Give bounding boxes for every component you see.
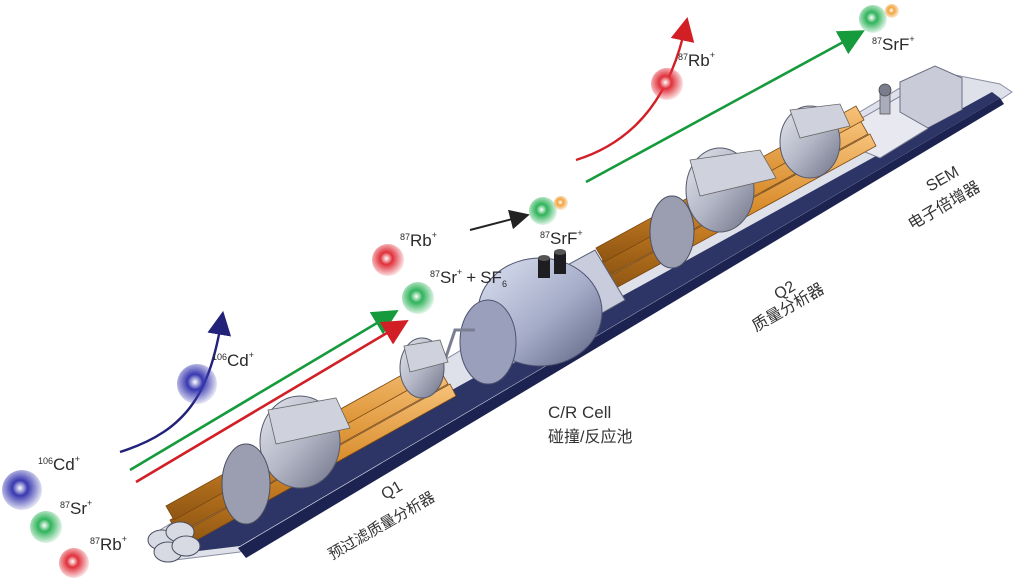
cr-cell: [443, 249, 626, 385]
label-rb-deflected: 87Rb+: [678, 50, 715, 70]
ions: [2, 4, 899, 578]
rb-path-q1: [135, 320, 409, 484]
sr-path-q1: [129, 310, 399, 472]
cell-label-en: C/R Cell: [548, 403, 611, 422]
srf-product-sr: [529, 197, 557, 225]
sem-detector: [854, 65, 963, 159]
rb-ion-left: [59, 548, 89, 578]
label-srf-product: 87SrF+: [540, 228, 583, 248]
srf-path-q2: [585, 30, 865, 184]
ion-labels: 106Cd+ 87Sr+ 87Rb+ 106Cd+ 87Rb+ 87Sr++SF…: [38, 34, 915, 554]
rb-ion-deflected: [651, 68, 683, 100]
label-reaction: 87Sr++SF6: [430, 267, 507, 289]
cd-ion-left: [2, 470, 42, 510]
srf-product-f: [554, 196, 568, 210]
ion-paths: [119, 16, 865, 484]
q1-label-en: Q1: [379, 478, 406, 503]
q2-housings: [649, 103, 851, 269]
srf-out-sr: [859, 5, 887, 33]
label-cd-deflected: 106Cd+: [212, 350, 254, 370]
sr-ion-mid: [402, 282, 434, 314]
instrument: [147, 65, 1013, 563]
srf-out-f: [885, 4, 899, 18]
label-cd-left: 106Cd+: [38, 454, 80, 474]
reaction-arrow: [469, 209, 530, 231]
rb-path-deflected: [575, 16, 695, 162]
label-sr-left: 87Sr+: [60, 498, 92, 518]
cd-path: [119, 310, 232, 454]
label-rb-mid: 87Rb+: [400, 230, 437, 250]
label-rb-left: 87Rb+: [90, 534, 127, 554]
rb-ion-mid: [372, 244, 404, 276]
entrance-lenses: [147, 521, 201, 563]
sr-ion-left: [30, 511, 62, 543]
cd-ion-deflected: [177, 364, 217, 404]
q1-housings: [221, 337, 449, 525]
label-srf-out: 87SrF+: [872, 34, 915, 54]
cell-label-zh: 碰撞/反应池: [548, 427, 632, 446]
